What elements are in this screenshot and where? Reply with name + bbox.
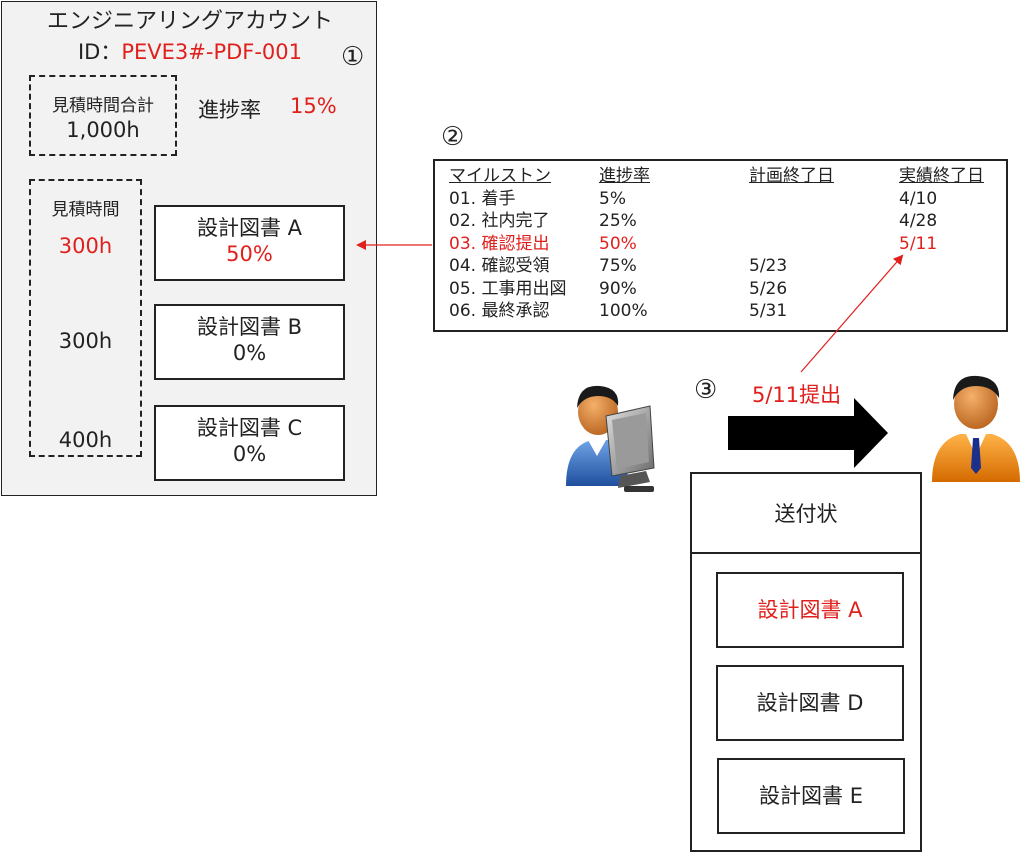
milestone-rate: 100% bbox=[599, 301, 648, 321]
document-b: 設計図書 B 0% bbox=[154, 304, 345, 380]
milestone-rate: 50% bbox=[599, 233, 637, 254]
arrow-to-actual-date bbox=[800, 254, 904, 373]
milestone-plan: 5/26 bbox=[749, 278, 788, 299]
total-estimate-label: 見積時間合計 bbox=[52, 96, 154, 116]
estimate-box: 見積時間 bbox=[29, 179, 142, 457]
marker-1: ① bbox=[341, 42, 365, 72]
milestone-name: 03. 確認提出 bbox=[449, 233, 550, 254]
letter-document-d: 設計図書 D bbox=[716, 665, 904, 741]
milestone-rate: 5% bbox=[599, 188, 626, 209]
marker-2: ② bbox=[441, 122, 465, 152]
progress-label: 進捗率 bbox=[198, 98, 261, 122]
account-id: ID：PEVE3#-PDF-001 bbox=[2, 38, 378, 66]
document-c: 設計図書 C 0% bbox=[154, 405, 345, 481]
transmittal-letter: 送付状 設計図書 A 設計図書 D 設計図書 E bbox=[690, 472, 922, 852]
document-a-progress: 50% bbox=[226, 242, 273, 266]
table-row: 04. 確認受領 75% 5/23 bbox=[449, 255, 999, 278]
engineer-at-computer-icon bbox=[566, 385, 655, 492]
header-milestone: マイルストン bbox=[449, 166, 551, 186]
milestone-header-row: マイルストン 進捗率 計画終了日 実績終了日 bbox=[449, 165, 999, 188]
transmittal-title: 送付状 bbox=[692, 474, 920, 554]
progress-value: 15% bbox=[290, 94, 337, 118]
milestone-table: マイルストン 進捗率 計画終了日 実績終了日 01. 着手 5% 4/10 02… bbox=[433, 159, 1008, 332]
milestone-actual: 4/10 bbox=[899, 188, 938, 209]
table-row: 06. 最終承認 100% 5/31 bbox=[449, 300, 999, 323]
submit-arrow-icon bbox=[728, 398, 888, 468]
milestone-name: 05. 工事用出図 bbox=[449, 278, 567, 299]
milestone-name: 04. 確認受領 bbox=[449, 256, 550, 276]
document-c-progress: 0% bbox=[232, 442, 267, 466]
milestone-name: 02. 社内完了 bbox=[449, 211, 550, 231]
table-row: 05. 工事用出図 90% 5/26 bbox=[449, 278, 999, 301]
milestone-actual: 4/28 bbox=[899, 211, 938, 231]
table-row-highlight: 03. 確認提出 50% 5/11 bbox=[449, 233, 999, 256]
header-rate: 進捗率 bbox=[599, 166, 650, 186]
table-row: 02. 社内完了 25% 4/28 bbox=[449, 210, 999, 233]
milestone-name: 06. 最終承認 bbox=[449, 301, 550, 321]
engineering-account-panel: エンジニアリングアカウント ID：PEVE3#-PDF-001 ① 見積時間合計… bbox=[1, 1, 377, 496]
account-id-label: ID： bbox=[77, 40, 122, 64]
milestone-plan: 5/31 bbox=[749, 301, 788, 321]
total-estimate-box: 見積時間合計 1,000h bbox=[29, 75, 177, 156]
milestone-actual: 5/11 bbox=[899, 233, 938, 254]
estimate-b: 300h bbox=[58, 329, 113, 353]
estimate-c: 400h bbox=[58, 428, 113, 452]
submission-label: 5/11提出 bbox=[752, 383, 842, 407]
milestone-rate: 25% bbox=[599, 211, 637, 231]
total-estimate-value: 1,000h bbox=[66, 118, 140, 142]
milestone-plan: 5/23 bbox=[749, 256, 788, 276]
estimate-a: 300h bbox=[58, 234, 113, 258]
header-actual: 実績終了日 bbox=[899, 166, 984, 186]
milestone-name: 01. 着手 bbox=[449, 188, 516, 209]
account-title: エンジニアリングアカウント bbox=[46, 9, 333, 34]
milestone-rate: 75% bbox=[599, 256, 637, 276]
estimate-label: 見積時間 bbox=[51, 200, 120, 220]
client-person-icon bbox=[932, 375, 1020, 482]
table-row: 01. 着手 5% 4/10 bbox=[449, 188, 999, 211]
account-id-value: PEVE3#-PDF-001 bbox=[121, 40, 303, 64]
document-b-progress: 0% bbox=[232, 341, 267, 365]
document-a: 設計図書 A 50% bbox=[154, 205, 345, 281]
marker-3: ③ bbox=[694, 375, 718, 405]
document-a-name: 設計図書 A bbox=[196, 216, 303, 240]
letter-document-a: 設計図書 A bbox=[716, 572, 904, 648]
header-plan: 計画終了日 bbox=[749, 166, 834, 186]
letter-document-e: 設計図書 E bbox=[717, 758, 905, 834]
document-b-name: 設計図書 B bbox=[196, 315, 303, 339]
document-c-name: 設計図書 C bbox=[196, 416, 303, 440]
milestone-rate: 90% bbox=[599, 278, 637, 299]
